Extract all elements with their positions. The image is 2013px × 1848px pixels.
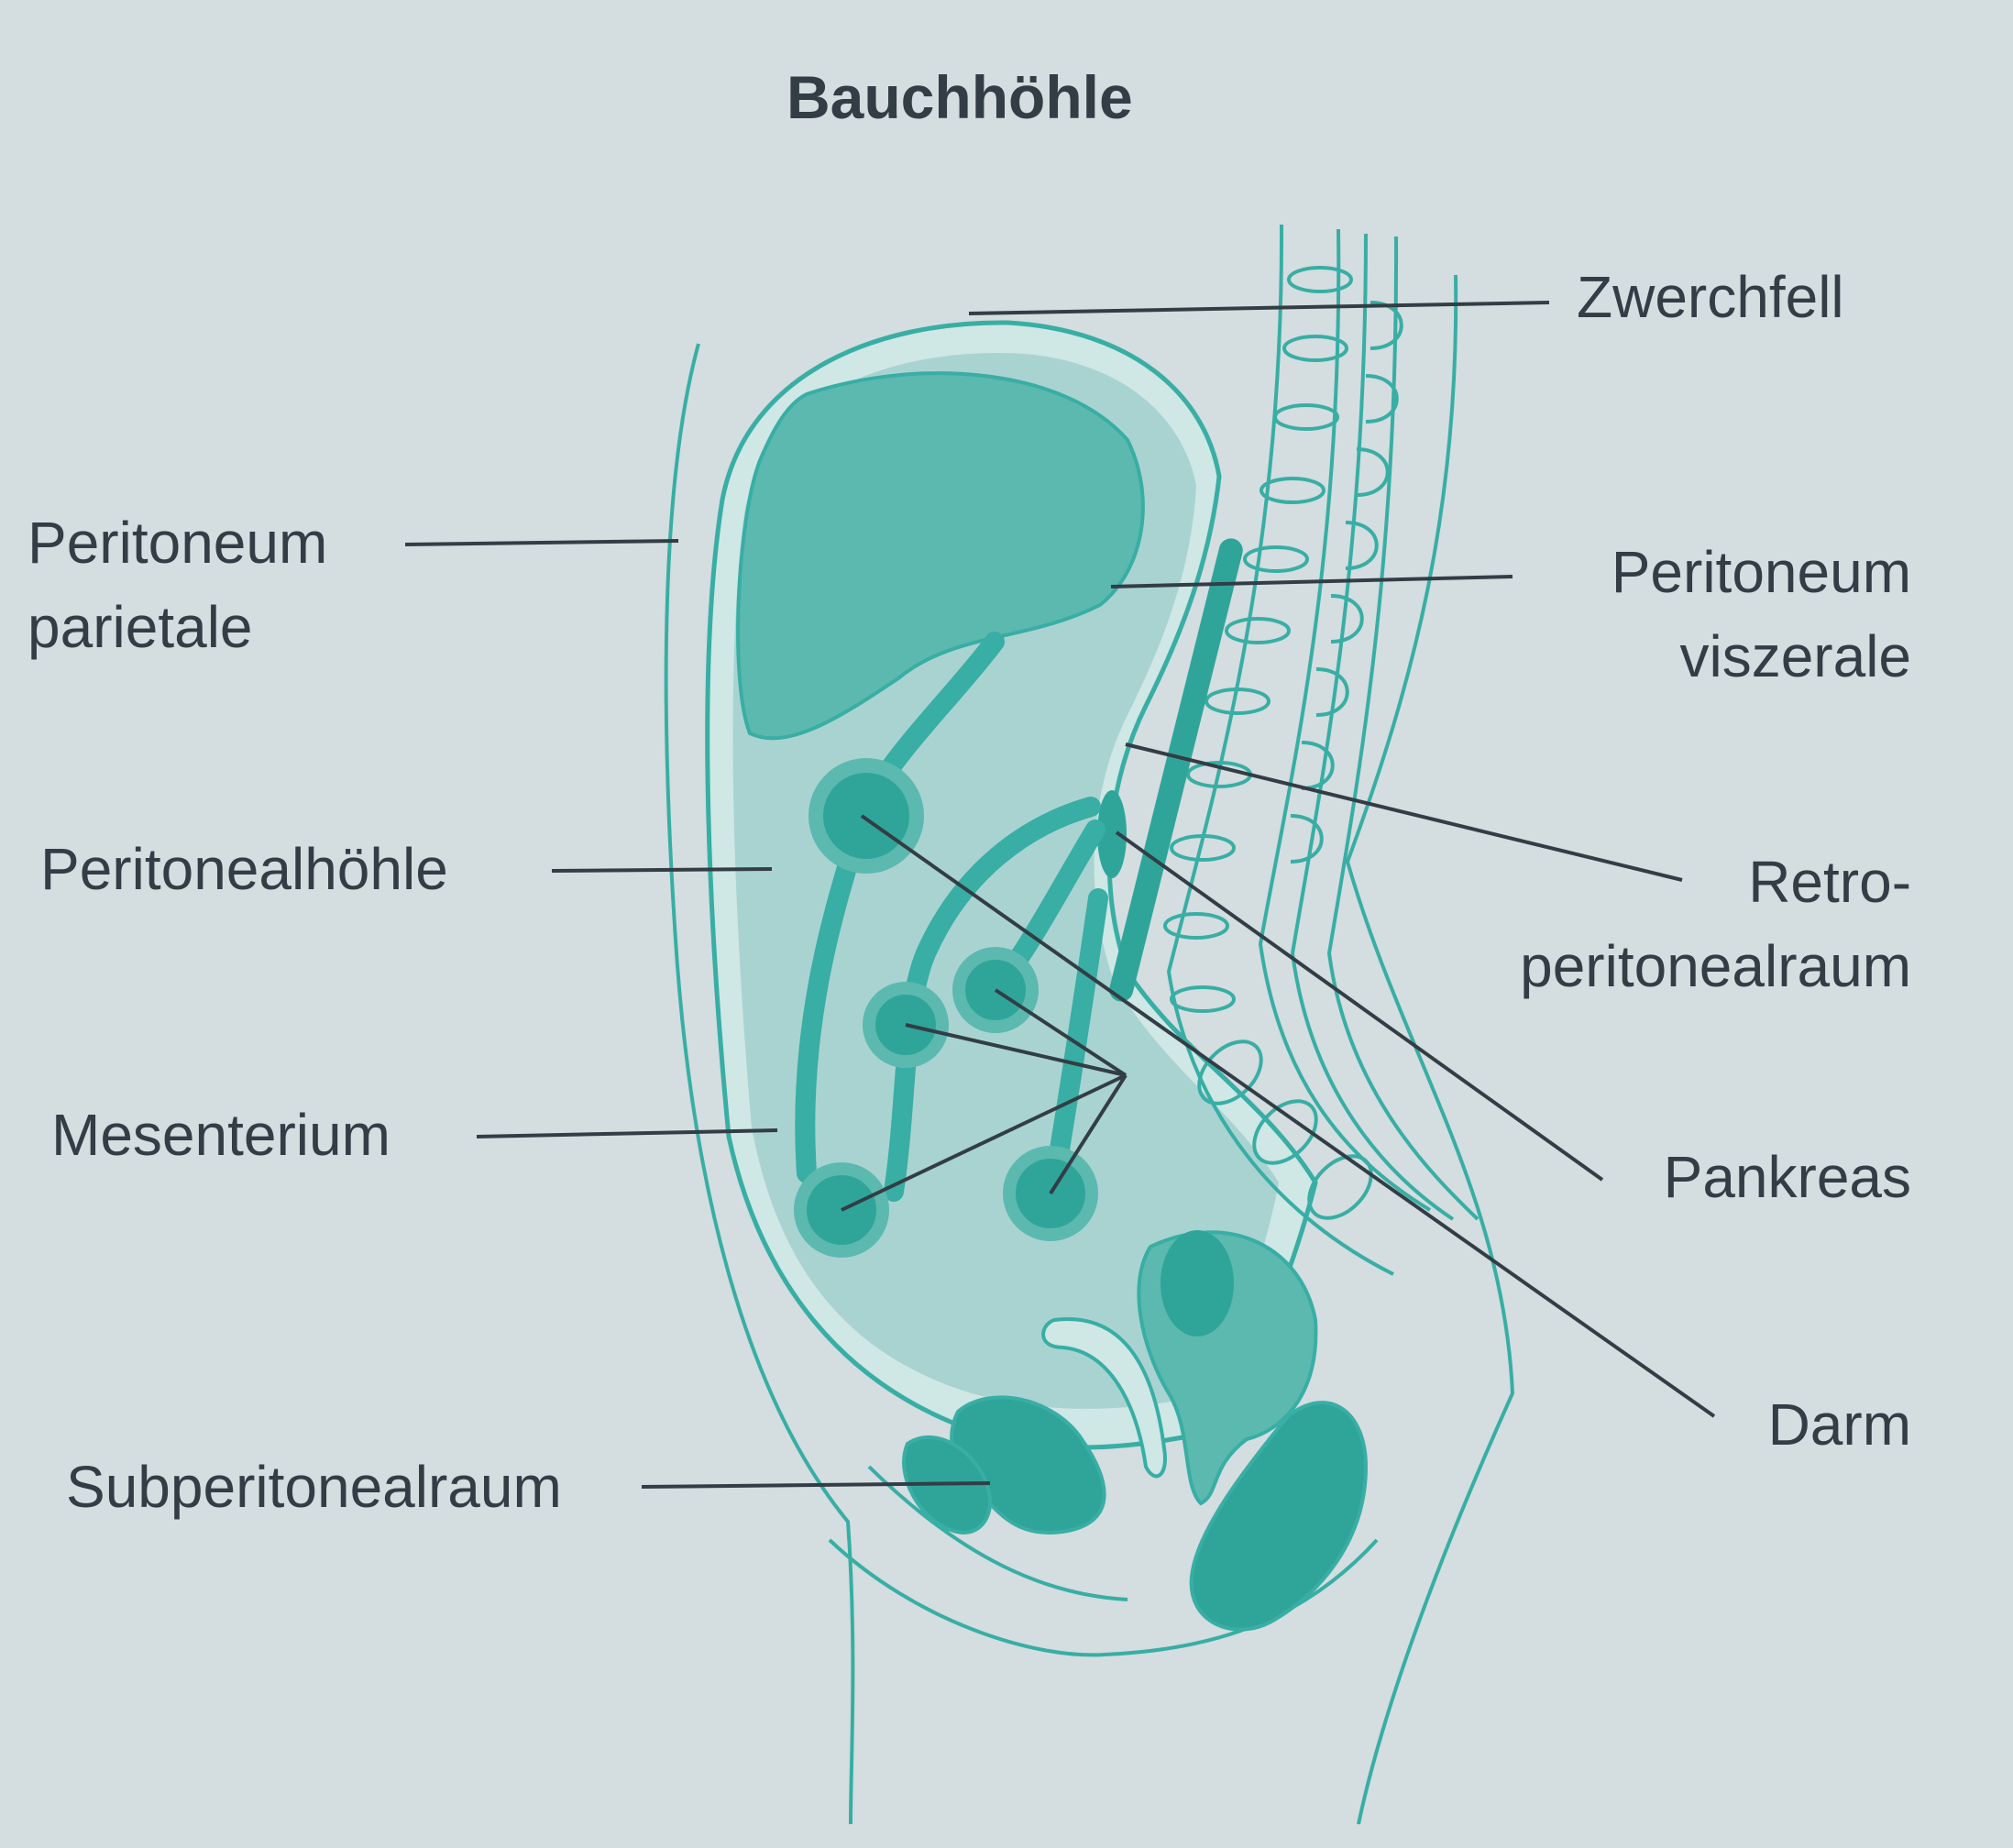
vertebra	[1282, 335, 1348, 362]
vertebra	[1163, 912, 1229, 940]
uterus-fold	[1041, 1317, 1167, 1479]
vertebra	[1204, 688, 1270, 715]
aorta	[1109, 538, 1243, 1002]
label-zwerchfell: Zwerchfell	[1577, 255, 1844, 339]
label-zwerchfell-text: Zwerchfell	[1577, 264, 1844, 330]
label-line-1: Retro-	[1748, 849, 1911, 915]
label-line-2: parietale	[28, 594, 253, 660]
label-peritonealhoehle-text: Peritonealhöhle	[40, 836, 448, 902]
label-pankreas: Pankreas	[1558, 1135, 1911, 1219]
vertebra	[1243, 545, 1309, 573]
spine-front-edge	[1166, 224, 1394, 1276]
vertebra	[1287, 266, 1353, 293]
liver	[736, 371, 1145, 741]
label-line-1: Peritoneum	[1611, 539, 1911, 605]
label-peritoneum-viszerale: Peritoneum viszerale	[1467, 530, 1911, 698]
posterior-body-wall	[1345, 274, 1515, 1825]
vertebra	[1260, 477, 1326, 504]
label-darm: Darm	[1650, 1382, 1911, 1467]
pancreas	[1097, 790, 1127, 878]
label-peritonealhoehle: Peritonealhöhle	[40, 827, 448, 911]
page-title: Bauchhöhle	[786, 63, 1133, 131]
spine	[1163, 224, 1480, 1276]
vertebra	[1170, 834, 1236, 862]
leader-lines	[404, 301, 1716, 1489]
label-mesenterium: Mesenterium	[51, 1093, 390, 1177]
sacral-segment	[1307, 1154, 1373, 1220]
rectum-lower	[1189, 1401, 1369, 1632]
label-pankreas-text: Pankreas	[1663, 1144, 1911, 1210]
vertebra	[1273, 403, 1339, 431]
label-peritoneum-parietale: Peritoneum parietale	[28, 500, 327, 669]
sacral-segment	[1252, 1099, 1318, 1165]
vertebra	[1170, 985, 1236, 1013]
label-retroperitonealraum: Retro- peritonealraum	[1412, 840, 1911, 1008]
spine-back-edge	[1258, 228, 1432, 1212]
label-subperitonealraum: Subperitonealraum	[66, 1445, 562, 1529]
lower-wall-curve-2	[867, 1465, 1128, 1601]
label-line-1: Peritoneum	[28, 510, 328, 576]
label-line-2: peritonealraum	[1520, 933, 1911, 999]
label-mesenterium-text: Mesenterium	[51, 1102, 390, 1168]
nerve-loops	[1290, 301, 1403, 864]
vertebra	[1225, 617, 1291, 644]
label-line-2: viszerale	[1679, 623, 1911, 689]
spinal-canal-back	[1326, 236, 1480, 1221]
label-subperitonealraum-text: Subperitonealraum	[66, 1454, 562, 1520]
spinal-canal-front	[1290, 233, 1455, 1221]
anterior-abdominal-wall	[664, 343, 855, 1825]
pelvic-organs	[902, 1230, 1369, 1632]
label-darm-text: Darm	[1767, 1392, 1911, 1458]
